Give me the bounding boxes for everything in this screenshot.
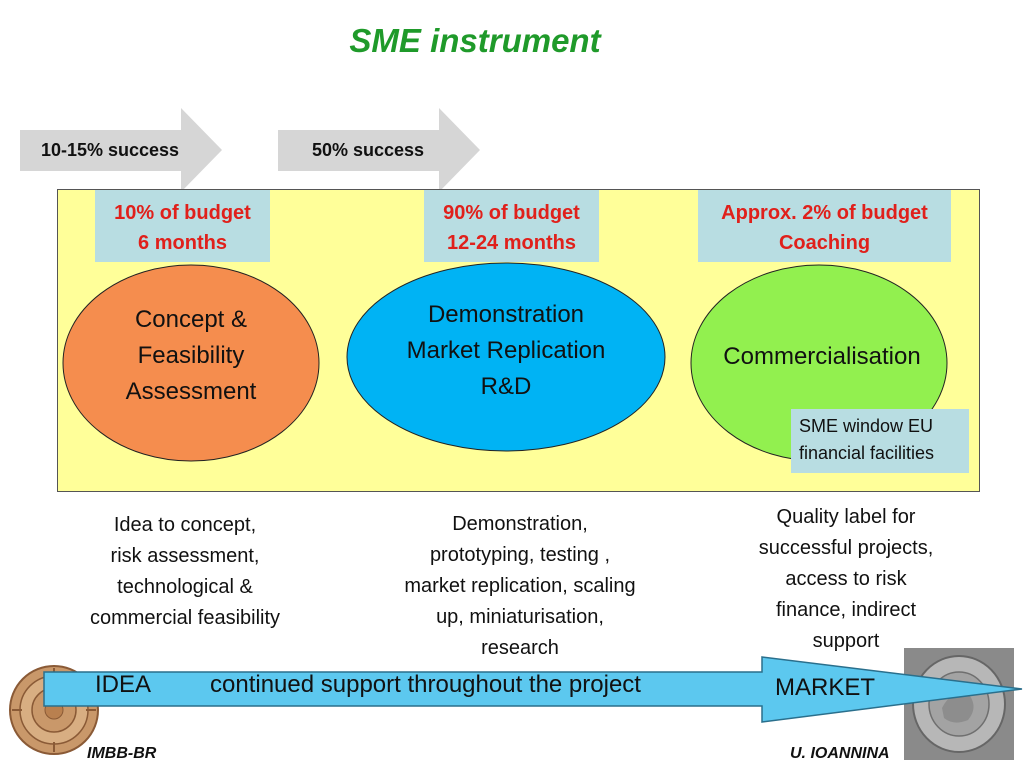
phase-1-ellipse	[62, 264, 320, 462]
footer-left: IMBB-BR	[87, 745, 157, 762]
phase-3-label: Commercialisation	[723, 343, 921, 370]
budget-amount: Approx. 2% of budget	[721, 202, 928, 224]
budget-duration: 12-24 months	[447, 232, 576, 254]
flow-middle-label: continued support throughout the project	[210, 671, 641, 698]
phase-3-description: Quality label for successful projects, a…	[758, 506, 934, 652]
success-label-1: 10-15% success	[40, 140, 180, 160]
success-arrow-1	[20, 108, 222, 192]
footer-right: U. IOANNINA	[790, 745, 890, 762]
budget-box-phase-1: 10% of budget 6 months	[95, 190, 270, 262]
success-label-2: 50% success	[311, 140, 425, 160]
phase-2-ellipse	[346, 262, 666, 452]
phase-2-description: Demonstration, prototyping, testing , ma…	[404, 513, 636, 659]
flow-end-label: MARKET	[775, 674, 876, 701]
budget-amount: 10% of budget	[114, 202, 251, 224]
success-arrow-2	[278, 108, 480, 192]
phase-2-label: Demonstration Market Replication R&D	[406, 301, 606, 400]
budget-box-phase-2: 90% of budget 12-24 months	[424, 190, 599, 262]
budget-duration: 6 months	[138, 232, 227, 254]
budget-duration: Coaching	[778, 232, 871, 254]
page-title: SME instrument	[349, 22, 601, 59]
budget-amount: 90% of budget	[443, 202, 580, 224]
budget-box-phase-3: Approx. 2% of budget Coaching	[698, 190, 951, 262]
flow-start-label: IDEA	[95, 671, 152, 698]
flow-arrow-shape	[43, 656, 1023, 723]
phase-1-description: Idea to concept, risk assessment, techno…	[89, 514, 281, 629]
sme-window-box: SME window EU financial facilities	[791, 409, 969, 473]
phase-1-label: Concept & Feasibility Assessment	[125, 306, 257, 405]
